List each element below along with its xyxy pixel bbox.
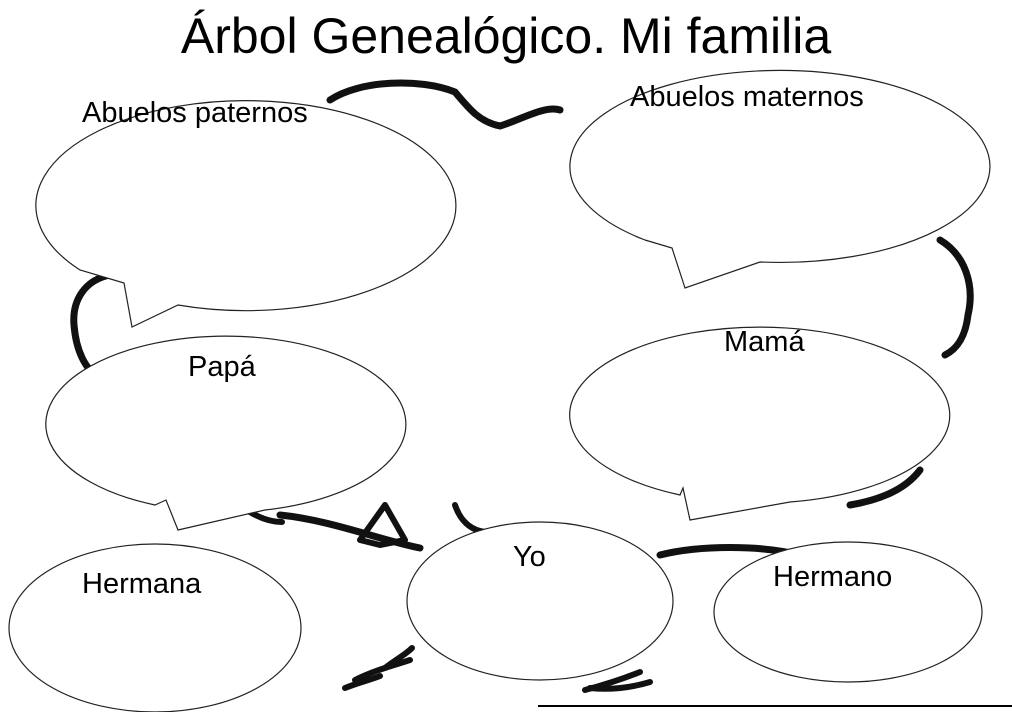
tree-canopy-outline: [70, 79, 974, 559]
bubble-mama-shape: [569, 326, 951, 521]
bubble-abuelos-maternos-shape: [569, 69, 991, 289]
page-title: Árbol Genealógico. Mi familia: [180, 8, 832, 64]
label-mama: Mamá: [724, 326, 805, 358]
label-hermana: Hermana: [82, 568, 202, 600]
bubble-yo-shape: [406, 521, 674, 681]
bubble-abuelos-paternos-shape: [35, 100, 457, 328]
bubble-papa-shape: [45, 335, 407, 531]
bubble-hermana-shape: [8, 543, 302, 712]
label-abuelos-paternos: Abuelos paternos: [82, 97, 308, 129]
bubble-hermano-shape: [713, 541, 983, 683]
tree-trunk: [247, 502, 653, 693]
label-yo: Yo: [513, 541, 546, 573]
label-abuelos-maternos: Abuelos maternos: [630, 81, 864, 113]
label-papa: Papá: [188, 351, 256, 383]
label-hermano: Hermano: [773, 561, 893, 593]
